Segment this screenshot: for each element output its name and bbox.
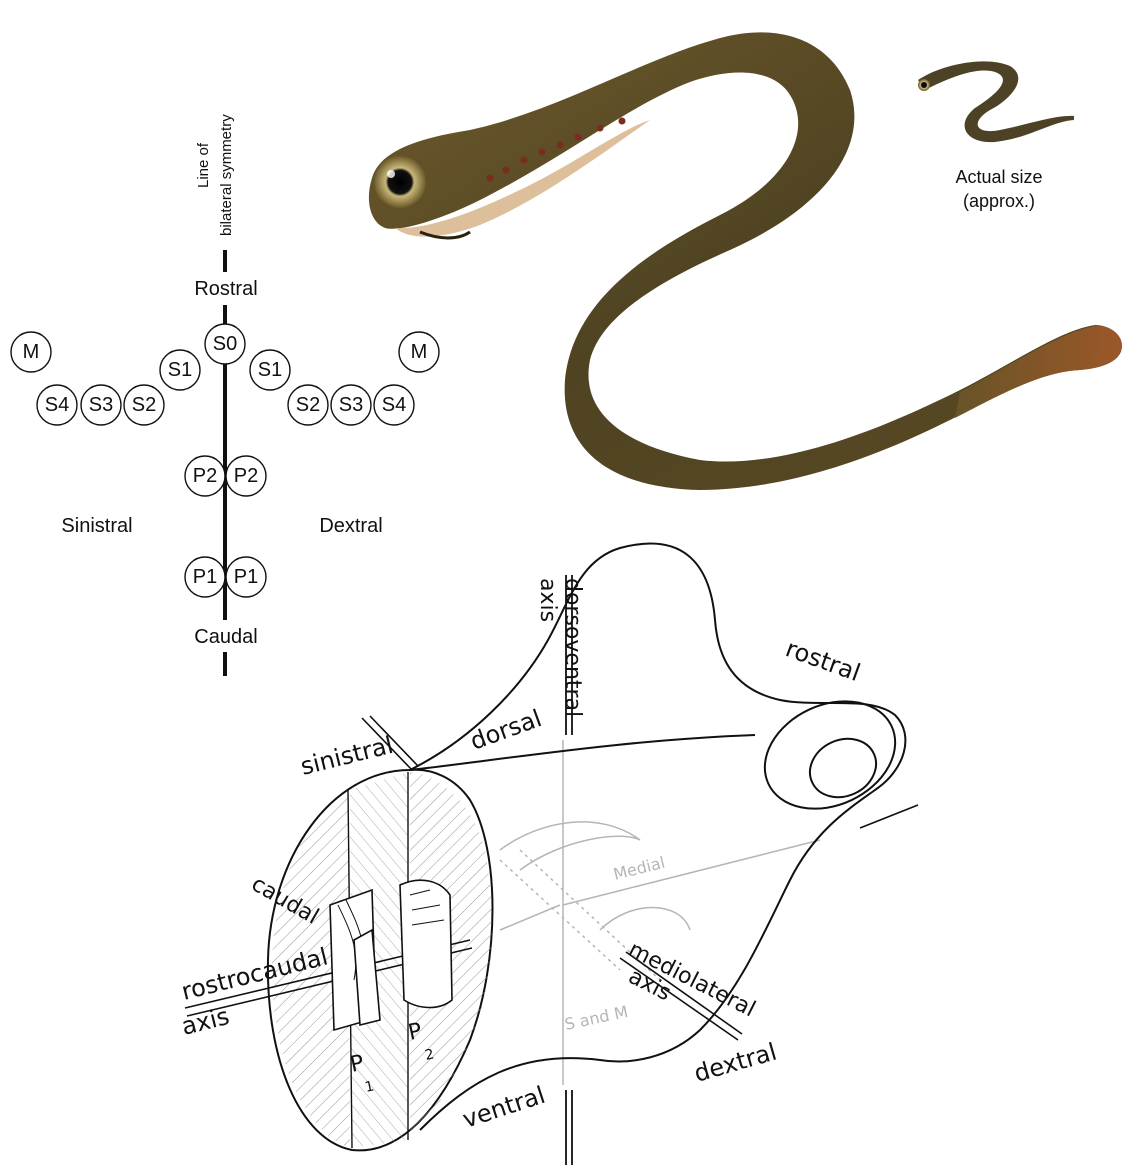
medial-label: Medial (611, 853, 667, 884)
node-right-s3: S3 (331, 385, 371, 425)
svg-text:S1: S1 (168, 359, 192, 381)
node-left-m: M (11, 332, 51, 372)
node-p1-right: P1 (226, 557, 266, 597)
dorsoventral-label: dorsoventral (560, 578, 585, 717)
svg-text:S4: S4 (45, 394, 69, 416)
node-left-s3: S3 (81, 385, 121, 425)
actual-size-caption-1: Actual size (955, 167, 1042, 187)
lamprey-illustration (369, 32, 1122, 490)
node-p1-left: P1 (185, 557, 225, 597)
rostral-label: Rostral (194, 278, 257, 300)
lamprey-eye-highlight (387, 170, 395, 178)
rostral-label-3d: rostral (782, 634, 864, 687)
svg-text:S1: S1 (258, 359, 282, 381)
node-left-s2: S2 (124, 385, 164, 425)
node-right-m: M (399, 332, 439, 372)
small-lamprey (918, 61, 1074, 142)
node-s0: S0 (205, 324, 245, 364)
s-and-m-label: S and M (563, 1002, 630, 1034)
svg-text:S4: S4 (382, 394, 406, 416)
cylinder-labels: dorsoventral axis rostral dorsal sinistr… (179, 578, 864, 1134)
ventral-label: ventral (459, 1081, 548, 1134)
svg-text:M: M (411, 341, 428, 363)
p2-plate (400, 880, 452, 1007)
svg-text:S3: S3 (89, 394, 113, 416)
svg-text:M: M (23, 341, 40, 363)
svg-text:P1: P1 (234, 566, 258, 588)
svg-text:P2: P2 (234, 465, 258, 487)
faint-axes (500, 740, 820, 1085)
node-right-s2: S2 (288, 385, 328, 425)
actual-size-caption-2: (approx.) (963, 191, 1035, 211)
dorsal-label: dorsal (466, 704, 545, 756)
p1-plate (330, 890, 380, 1030)
dorsoventral-axis-label: axis (535, 578, 560, 622)
svg-text:S2: S2 (132, 394, 156, 416)
dextral-label-3d: dextral (691, 1038, 780, 1088)
svg-text:S3: S3 (339, 394, 363, 416)
axis-label-line2: bilateral symmetry (218, 114, 235, 236)
node-left-s4: S4 (37, 385, 77, 425)
sinistral-label: Sinistral (61, 515, 132, 537)
svg-text:P2: P2 (193, 465, 217, 487)
svg-text:S2: S2 (296, 394, 320, 416)
rostral-inner-ellipse (800, 728, 885, 807)
body-back-edge (410, 735, 755, 770)
svg-text:P1: P1 (193, 566, 217, 588)
cylinder-diagram (185, 544, 918, 1165)
rostral-outer-ellipse (747, 681, 913, 829)
node-right-s1: S1 (250, 350, 290, 390)
caudal-label: Caudal (194, 626, 257, 648)
axis-label-line1: Line of (195, 142, 212, 188)
node-right-s4: S4 (374, 385, 414, 425)
lamprey-tail (955, 326, 1122, 418)
node-p2-left: P2 (185, 456, 225, 496)
lamprey-eye (374, 156, 426, 208)
svg-text:S0: S0 (213, 333, 237, 355)
node-p2-right: P2 (226, 456, 266, 496)
lamprey-body (369, 32, 1122, 490)
node-left-s1: S1 (160, 350, 200, 390)
dextral-label: Dextral (319, 515, 382, 537)
